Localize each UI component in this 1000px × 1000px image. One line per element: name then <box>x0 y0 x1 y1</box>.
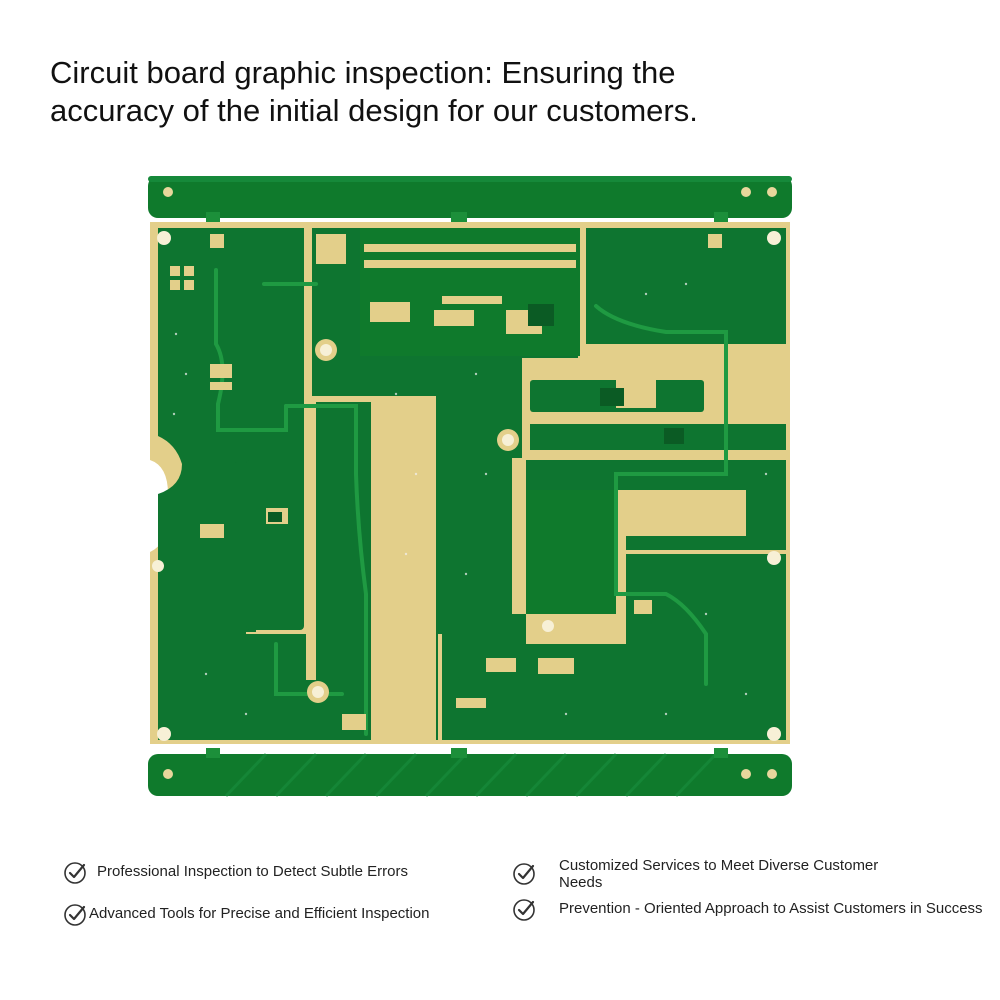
mounting-holes <box>152 231 781 741</box>
feature-label: Professional Inspection to Detect Subtle… <box>97 863 408 880</box>
feature-item: Professional Inspection to Detect Subtle… <box>62 860 457 886</box>
check-circle-icon <box>513 863 535 885</box>
feature-label: Advanced Tools for Precise and Efficient… <box>89 905 430 922</box>
top-rail <box>148 176 792 218</box>
check-circle-icon <box>513 899 535 921</box>
page-headline: Circuit board graphic inspection: Ensuri… <box>50 54 770 130</box>
check-circle-icon <box>64 904 86 926</box>
silkscreen-dots <box>172 282 768 716</box>
connector-pads <box>364 244 576 304</box>
headline-line-2: accuracy of the initial design for our c… <box>50 93 698 128</box>
headline-line-1: Circuit board graphic inspection: Ensuri… <box>50 55 676 90</box>
feature-label: Customized Services to Meet Diverse Cust… <box>559 857 879 891</box>
feature-label: Prevention - Oriented Approach to Assist… <box>559 900 983 917</box>
pcb-board-icon <box>148 176 792 798</box>
pcb-board-image <box>146 174 794 798</box>
feature-list: Professional Inspection to Detect Subtle… <box>0 850 1000 950</box>
feature-item: Customized Services to Meet Diverse Cust… <box>511 857 889 891</box>
check-circle-icon <box>64 862 86 884</box>
feature-item: Prevention - Oriented Approach to Assist… <box>511 897 989 923</box>
feature-item: Advanced Tools for Precise and Efficient… <box>62 902 469 928</box>
bottom-rail <box>148 754 792 796</box>
